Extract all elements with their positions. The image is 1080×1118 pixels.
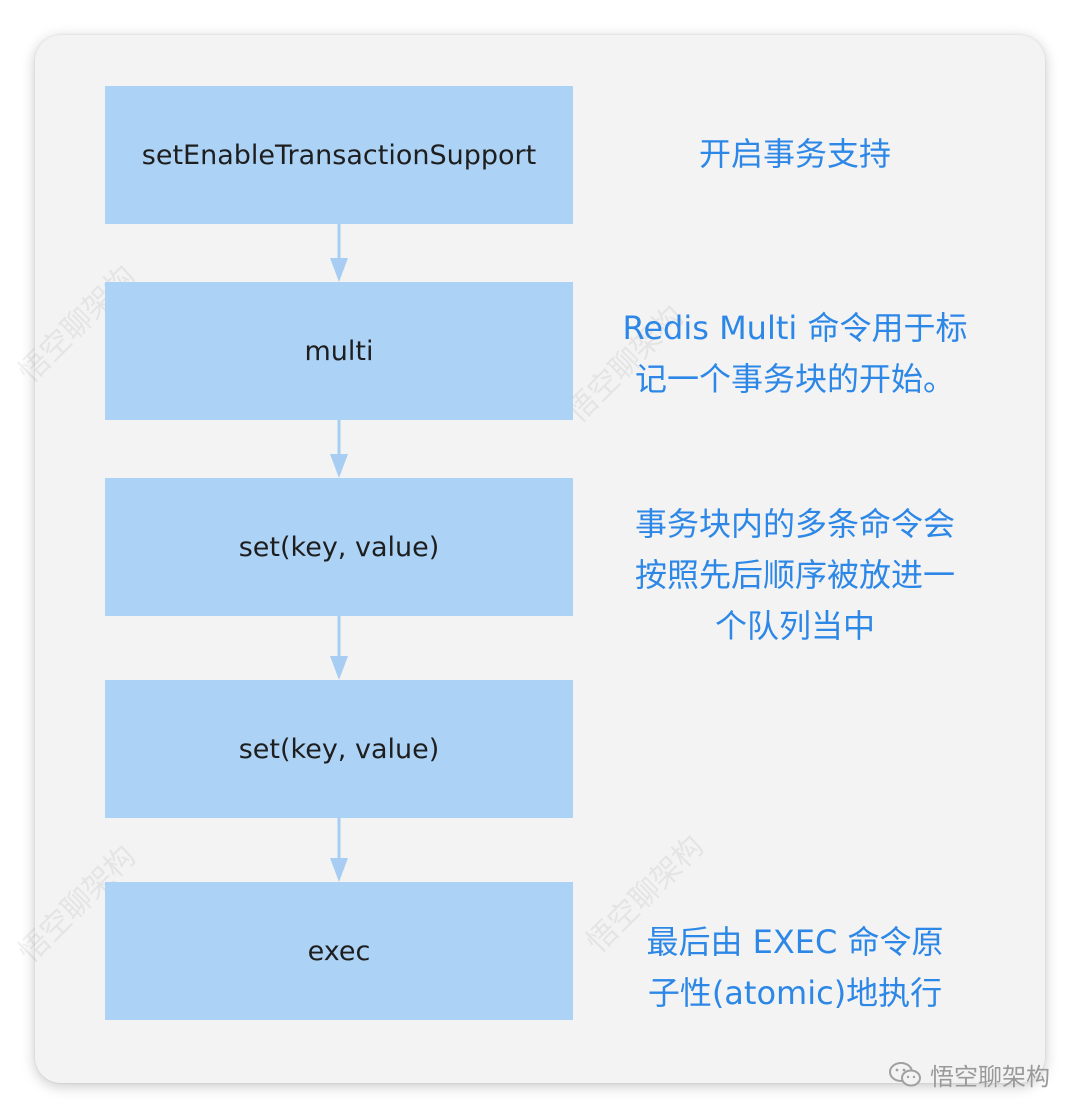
note-line: 记一个事务块的开始。 (634, 360, 955, 398)
step-exec: exec (105, 882, 573, 1020)
step-set-key-value-2: set(key, value) (105, 680, 573, 818)
note-line: 最后由 EXEC 命令原 (646, 923, 944, 961)
step-label: exec (307, 935, 371, 967)
step-multi: multi (105, 282, 573, 420)
note-line: 子性(atomic)地执行 (647, 974, 943, 1012)
note-multi: Redis Multi 命令用于标 记一个事务块的开始。 (590, 303, 1000, 405)
wechat-icon (888, 1061, 922, 1089)
note-line: Redis Multi 命令用于标 (622, 309, 968, 347)
note-line: 开启事务支持 (698, 135, 891, 173)
step-set-key-value-1: set(key, value) (105, 478, 573, 616)
arrow-1 (330, 224, 348, 282)
footer-attribution: 悟空聊架构 (888, 1057, 1050, 1092)
note-enable-transaction: 开启事务支持 (590, 129, 1000, 180)
note-line: 按照先后顺序被放进一 (634, 556, 955, 594)
step-label: multi (304, 335, 374, 367)
note-line: 事务块内的多条命令会 (634, 505, 955, 543)
note-queue: 事务块内的多条命令会 按照先后顺序被放进一 个队列当中 (590, 499, 1000, 652)
arrow-3 (330, 616, 348, 680)
step-label: setEnableTransactionSupport (141, 139, 537, 171)
step-set-enable-transaction-support: setEnableTransactionSupport (105, 86, 573, 224)
step-label: set(key, value) (238, 531, 440, 563)
arrow-4 (330, 818, 348, 882)
note-line: 个队列当中 (714, 607, 875, 645)
arrow-2 (330, 420, 348, 478)
step-label: set(key, value) (238, 733, 440, 765)
note-exec: 最后由 EXEC 命令原 子性(atomic)地执行 (590, 917, 1000, 1019)
footer-text: 悟空聊架构 (930, 1063, 1050, 1091)
